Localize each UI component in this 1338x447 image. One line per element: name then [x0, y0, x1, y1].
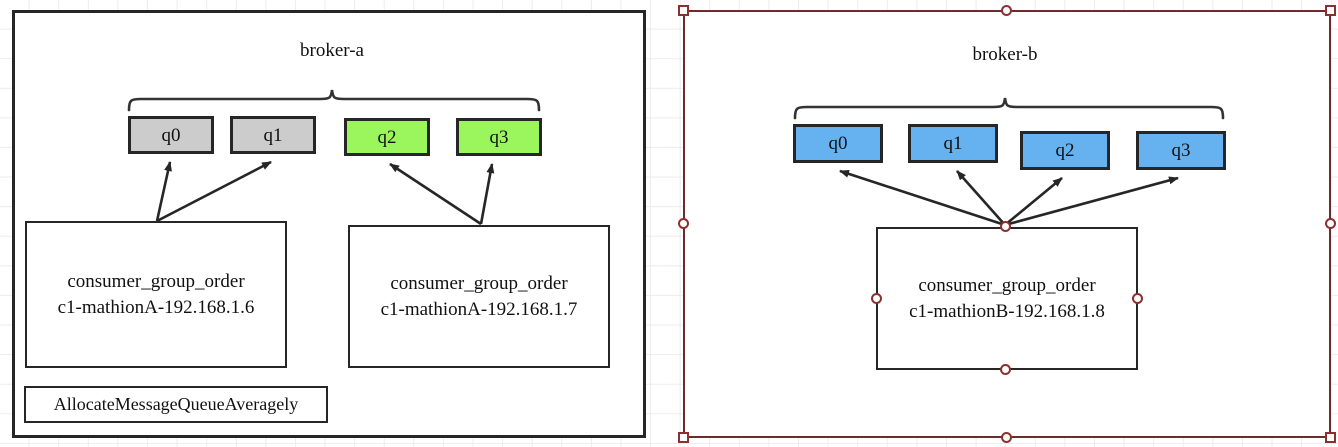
allocate-strategy-label: AllocateMessageQueueAveragely [53, 394, 299, 414]
allocate-strategy-legend[interactable]: AllocateMessageQueueAveragely [24, 386, 328, 423]
broker-b-queue-q3[interactable]: q3 [1136, 131, 1226, 170]
queue-label: q0 [828, 133, 848, 154]
queue-label: q0 [161, 124, 181, 146]
queue-label: q1 [943, 133, 963, 154]
broker-a-consumer-box-2[interactable]: consumer_group_order c1-mathionA-192.168… [348, 225, 610, 368]
resize-handle-middle-left[interactable] [678, 218, 689, 229]
resize-handle-top-center[interactable] [1001, 5, 1012, 16]
queue-label: q3 [489, 126, 509, 148]
broker-b-consumer-box-1[interactable]: consumer_group_order c1-mathionB-192.168… [876, 227, 1138, 370]
consumer-group-name: consumer_group_order [67, 270, 245, 292]
consumer-instance-id: c1-mathionA-192.168.1.6 [57, 296, 255, 318]
consumer-group-name: consumer_group_order [390, 272, 568, 294]
queue-label: q1 [263, 124, 283, 146]
queue-label: q3 [1171, 140, 1191, 161]
broker-a-label: broker-a [300, 40, 364, 61]
broker-a-queue-q1[interactable]: q1 [230, 116, 316, 154]
connection-point-right[interactable] [1132, 293, 1143, 304]
resize-handle-bottom-right[interactable] [1325, 432, 1336, 443]
broker-a-consumer-box-1[interactable]: consumer_group_order c1-mathionA-192.168… [25, 221, 287, 368]
queue-label: q2 [377, 126, 397, 148]
resize-handle-top-right[interactable] [1325, 5, 1336, 16]
broker-a-queue-q0[interactable]: q0 [128, 116, 214, 154]
connection-point-bottom[interactable] [1000, 364, 1011, 375]
connection-point-top[interactable] [1000, 221, 1011, 232]
consumer-instance-id: c1-mathionA-192.168.1.7 [380, 298, 578, 320]
broker-b-queue-q0[interactable]: q0 [793, 124, 883, 163]
resize-handle-bottom-left[interactable] [678, 432, 689, 443]
broker-b-queue-q1[interactable]: q1 [908, 124, 998, 163]
queue-label: q2 [1055, 140, 1075, 161]
resize-handle-middle-right[interactable] [1325, 218, 1336, 229]
broker-b-queue-q2[interactable]: q2 [1020, 131, 1110, 170]
broker-b-label: broker-b [972, 44, 1038, 65]
resize-handle-top-left[interactable] [678, 5, 689, 16]
consumer-instance-id: c1-mathionB-192.168.1.8 [909, 300, 1105, 322]
broker-a-queue-q2[interactable]: q2 [344, 118, 430, 156]
broker-a-queue-q3[interactable]: q3 [456, 118, 542, 156]
consumer-group-name: consumer_group_order [918, 274, 1096, 296]
connection-point-left[interactable] [871, 293, 882, 304]
resize-handle-bottom-center[interactable] [1001, 432, 1012, 443]
